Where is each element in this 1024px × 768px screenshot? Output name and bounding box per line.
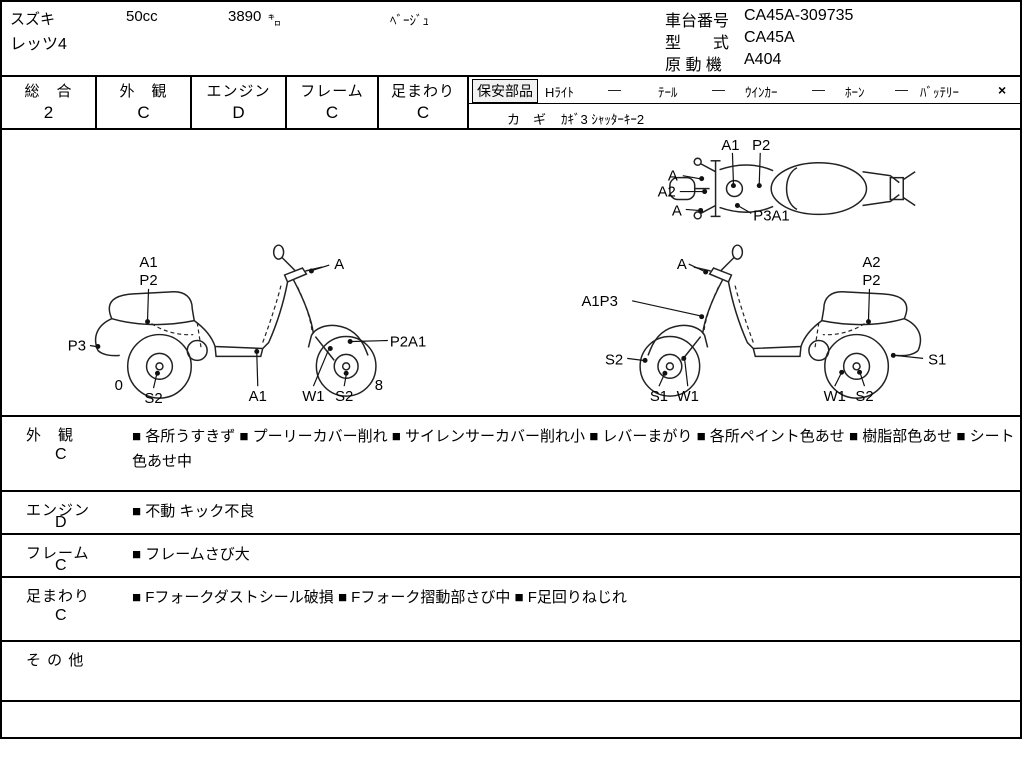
damage-code: P2 bbox=[139, 273, 157, 289]
note-label: エンジン bbox=[26, 502, 91, 519]
horn-status: — bbox=[895, 82, 908, 97]
safety-parts-section: 保安部品 Hﾗｲﾄ — ﾃｰﾙ — ｳｲﾝｶｰ — ﾎｰﾝ — ﾊﾞｯﾃﾘｰ ×… bbox=[469, 77, 1020, 128]
note-row-undercarriage: 足まわり C ■ Fフォークダストシール破損 ■ Fフォーク摺動部さび中 ■ F… bbox=[2, 576, 1020, 640]
damage-code: A1 bbox=[249, 389, 267, 405]
safety-parts-title: 保安部品 bbox=[472, 79, 538, 103]
key-label: カ ギ bbox=[507, 112, 547, 127]
note-text: ■ フレームさび大 bbox=[132, 546, 250, 563]
grade-value: 2 bbox=[43, 103, 54, 122]
grade-cell-overall: 総 合 2 bbox=[2, 77, 97, 128]
note-grade: C bbox=[55, 446, 67, 463]
model-code: CA45A bbox=[744, 29, 795, 46]
grade-cell-engine: エンジン D bbox=[192, 77, 287, 128]
scooter-top-view bbox=[669, 157, 916, 220]
grade-label: エンジン bbox=[206, 83, 271, 100]
mileage-value: 3890 bbox=[228, 8, 262, 25]
damage-code: 8 bbox=[375, 378, 383, 394]
maker-name: スズキ bbox=[10, 11, 56, 28]
note-grade: C bbox=[55, 557, 67, 574]
damage-code: A bbox=[677, 257, 687, 273]
damage-code: S1 bbox=[650, 389, 668, 405]
damage-code: A bbox=[334, 257, 344, 273]
grade-row: 総 合 2 外 観 C エンジン D フレーム C 足まわり C 保安部品 Hﾗ… bbox=[2, 75, 1020, 130]
damage-code: 0 bbox=[115, 378, 123, 394]
grade-value: C bbox=[416, 103, 430, 122]
leader-dots bbox=[95, 176, 896, 376]
grade-cell-undercarriage: 足まわり C bbox=[379, 77, 469, 128]
model-name: レッツ4 bbox=[10, 36, 67, 53]
note-text: ■ Fフォークダストシール破損 ■ Fフォーク摺動部さび中 ■ F足回りねじれ bbox=[132, 589, 627, 606]
safety-parts-row: 保安部品 Hﾗｲﾄ — ﾃｰﾙ — ｳｲﾝｶｰ — ﾎｰﾝ — ﾊﾞｯﾃﾘｰ × bbox=[469, 77, 1020, 104]
note-row-engine: エンジン D ■ 不動 キック不良 bbox=[2, 490, 1020, 533]
grade-label: 外 観 bbox=[119, 83, 168, 100]
grade-cell-exterior: 外 観 C bbox=[97, 77, 192, 128]
note-label: 外 観 bbox=[26, 427, 75, 444]
grade-value: C bbox=[137, 103, 150, 122]
taillight-label: ﾃｰﾙ bbox=[658, 85, 678, 100]
damage-labels: A1 P2 A A2 A P3A1 A1 P2 A P3 0 S2 A1 W1 … bbox=[68, 138, 946, 407]
note-label: そ の 他 bbox=[26, 652, 85, 669]
damage-code: S2 bbox=[144, 391, 162, 407]
damage-code: P2 bbox=[752, 138, 770, 154]
grade-label: 足まわり bbox=[390, 83, 455, 100]
damage-code: S1 bbox=[928, 352, 946, 368]
grade-label: 総 合 bbox=[24, 83, 73, 100]
grade-value: C bbox=[325, 103, 339, 122]
note-text: ■ 各所うすきず ■ プーリーカバー削れ ■ サイレンサーカバー削れ小 ■ レバ… bbox=[132, 428, 1015, 470]
damage-code: S2 bbox=[855, 389, 873, 405]
damage-code: A1P3 bbox=[582, 294, 618, 310]
engine-code: A404 bbox=[744, 51, 782, 68]
damage-code: A bbox=[672, 203, 682, 219]
damage-code: A bbox=[668, 169, 678, 185]
damage-code: P3A1 bbox=[753, 208, 789, 224]
damage-code: P3 bbox=[68, 338, 86, 354]
damage-code: P2A1 bbox=[390, 334, 426, 350]
note-row-frame: フレーム C ■ フレームさび大 bbox=[2, 533, 1020, 576]
body-color: ﾍﾞｰｼﾞｭ bbox=[390, 13, 429, 28]
engine-label: 原 動 機 bbox=[665, 57, 722, 74]
note-grade: D bbox=[55, 514, 67, 531]
taillight-status: — bbox=[712, 82, 725, 97]
damage-code: A2 bbox=[862, 255, 880, 271]
grade-cell-frame: フレーム C bbox=[287, 77, 379, 128]
leader-lines bbox=[89, 152, 924, 389]
damage-code: S2 bbox=[335, 389, 353, 405]
note-grade: C bbox=[55, 607, 67, 624]
model-code-label: 型 式 bbox=[665, 35, 730, 52]
mileage-unit: ㌔ bbox=[268, 13, 282, 28]
chassis-number: CA45A-309735 bbox=[744, 7, 854, 24]
damage-code: W1 bbox=[824, 389, 846, 405]
damage-code: A2 bbox=[658, 185, 676, 201]
winker-label: ｳｲﾝｶｰ bbox=[745, 85, 778, 100]
battery-status: × bbox=[998, 82, 1007, 98]
note-label: フレーム bbox=[26, 545, 90, 562]
damage-code: P2 bbox=[862, 273, 880, 289]
damage-diagram: A1 P2 A A2 A P3A1 A1 P2 A P3 0 S2 A1 W1 … bbox=[68, 138, 946, 407]
headlight-label: Hﾗｲﾄ bbox=[545, 85, 574, 100]
grade-value: D bbox=[232, 103, 245, 122]
note-row-other: そ の 他 bbox=[2, 640, 1020, 700]
displacement: 50cc bbox=[126, 8, 158, 25]
headlight-status: — bbox=[608, 82, 621, 97]
note-row-blank bbox=[2, 700, 1020, 737]
horn-label: ﾎｰﾝ bbox=[845, 85, 865, 100]
grade-label: フレーム bbox=[300, 83, 364, 100]
winker-status: — bbox=[812, 82, 825, 97]
damage-code: W1 bbox=[677, 389, 699, 405]
damage-code: A1 bbox=[721, 138, 739, 154]
damage-code: S2 bbox=[605, 352, 623, 368]
damage-code: A1 bbox=[139, 255, 157, 271]
note-label: 足まわり bbox=[26, 588, 91, 605]
battery-label: ﾊﾞｯﾃﾘｰ bbox=[920, 85, 959, 100]
chassis-label: 車台番号 bbox=[665, 13, 730, 30]
damage-code: W1 bbox=[302, 389, 324, 405]
note-text: ■ 不動 キック不良 bbox=[132, 503, 255, 520]
note-row-exterior: 外 観 C ■ 各所うすきず ■ プーリーカバー削れ ■ サイレンサーカバー削れ… bbox=[2, 415, 1020, 490]
scooter-side-view bbox=[94, 244, 377, 399]
inspection-sheet: スズキ 50cc 3890 ㌔ ﾍﾞｰｼﾞｭ レッツ4 車台番号 CA45A-3… bbox=[0, 0, 1022, 739]
key-value: ｶｷﾞ3 ｼｬｯﾀｰｷｰ2 bbox=[561, 112, 645, 127]
